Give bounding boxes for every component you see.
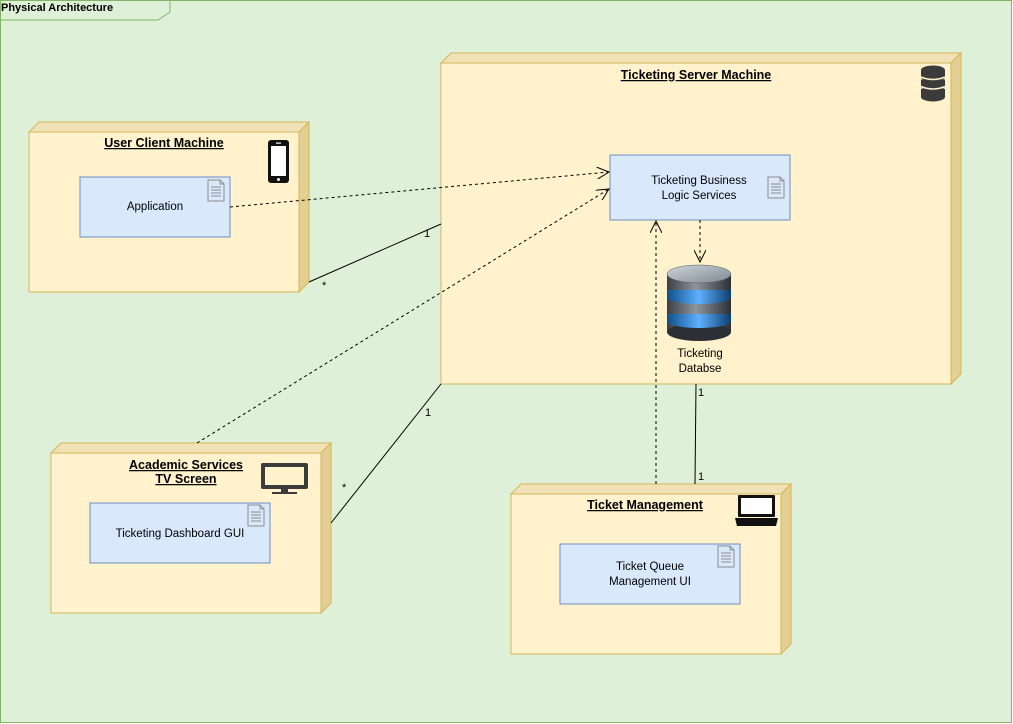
dashboard-label: Ticketing Dashboard GUI (116, 528, 245, 540)
academic-node-title-line2: TV Screen (155, 472, 216, 486)
multiplicity-academic-server-academic-end: * (342, 482, 347, 494)
database-label-line1: Ticketing (677, 348, 723, 360)
frame-label-tab (0, 0, 171, 21)
multiplicity-client-server-client-end: * (322, 280, 327, 292)
database-label-line2: Databse (679, 363, 722, 375)
smartphone-icon (268, 140, 289, 183)
queue-ui-line2: Management UI (609, 576, 691, 588)
document-icon (207, 179, 225, 202)
database-stack-icon (920, 65, 946, 102)
component-ticketing-dashboard-gui[interactable]: Ticketing Dashboard GUI (89, 502, 271, 564)
database-cylinder-icon[interactable] (666, 264, 732, 341)
multiplicity-academic-server-server-end: 1 (425, 407, 431, 419)
dependency-academic-business-logic[interactable] (196, 189, 609, 444)
component-ticket-queue-management-ui[interactable]: Ticket Queue Management UI (559, 543, 741, 605)
multiplicity-db-tm-bottom: 1 (698, 471, 704, 483)
client-node-title: User Client Machine (104, 136, 224, 150)
node-ticketing-server-machine[interactable]: Ticketing Server Machine (439, 51, 963, 386)
multiplicity-db-tm-top: 1 (698, 387, 704, 399)
academic-node-title-line1: Academic Services (129, 458, 243, 472)
multiplicity-client-server-server-end: 1 (424, 228, 430, 240)
association-database-ticket-management[interactable] (694, 383, 697, 485)
association-academic-server[interactable] (330, 383, 442, 524)
document-icon (247, 504, 265, 527)
document-icon (767, 176, 785, 199)
association-client-server[interactable] (308, 223, 442, 283)
monitor-icon (261, 463, 308, 494)
business-logic-line1: Ticketing Business (651, 175, 747, 187)
server-node-title: Ticketing Server Machine (621, 68, 772, 82)
component-business-logic-services[interactable]: Ticketing Business Logic Services (609, 154, 791, 221)
frame-label: Physical Architecture (1, 2, 113, 14)
application-label: Application (127, 201, 183, 213)
ticket-management-node-title: Ticket Management (587, 498, 704, 512)
business-logic-line2: Logic Services (662, 190, 737, 202)
desktop-computer-icon (735, 495, 778, 526)
component-application[interactable]: Application (79, 176, 231, 238)
document-icon (717, 545, 735, 568)
node-user-client-machine[interactable]: User Client Machine (27, 120, 311, 294)
queue-ui-line1: Ticket Queue (616, 561, 684, 573)
